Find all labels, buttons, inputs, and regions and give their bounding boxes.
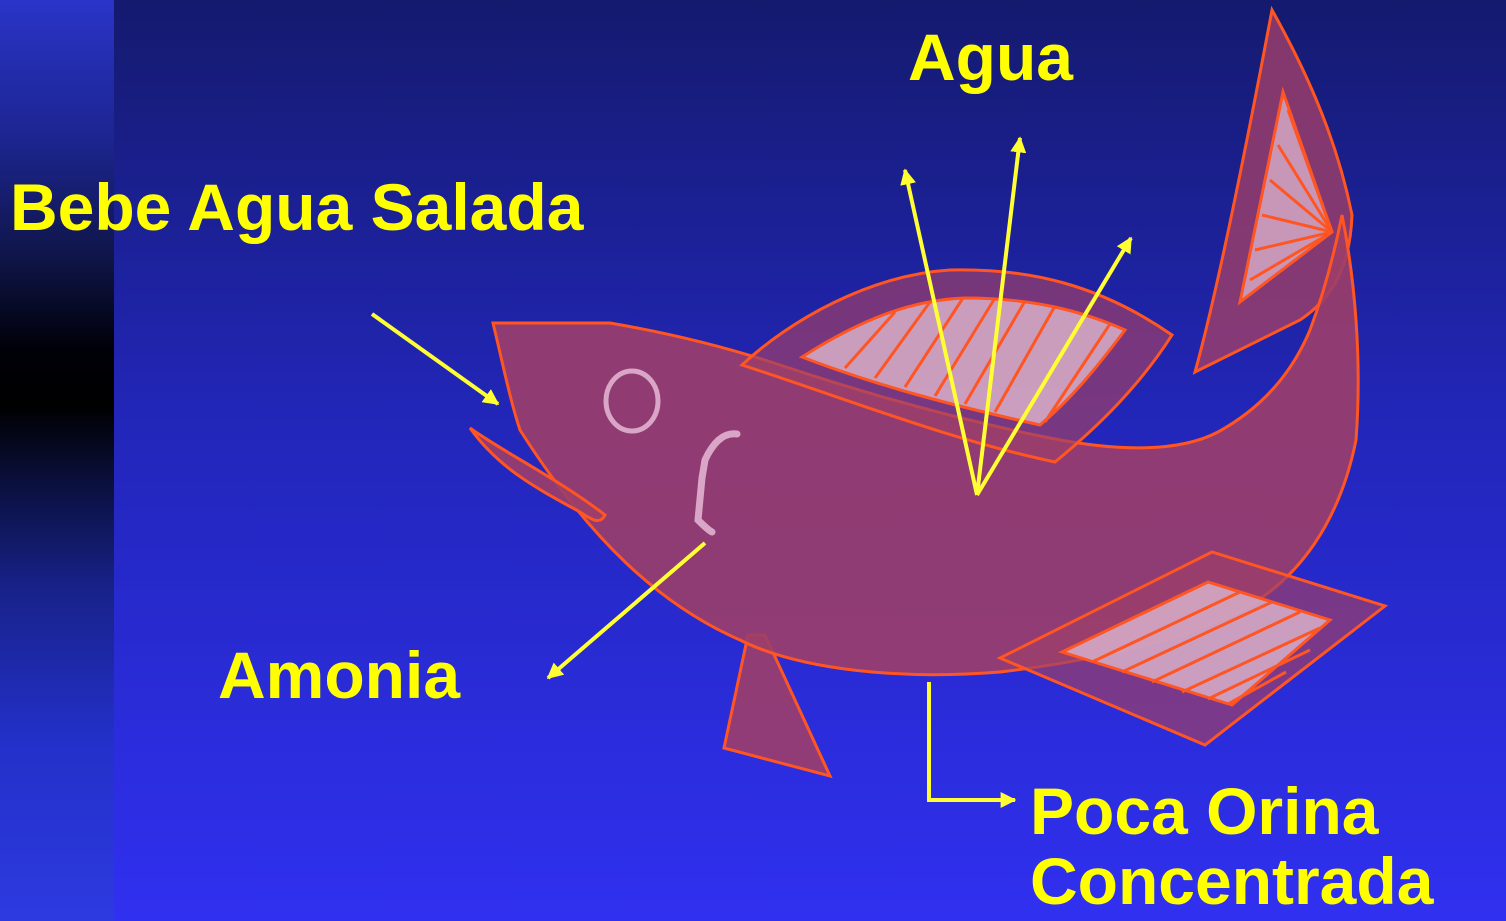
arrow-orina bbox=[929, 682, 1015, 800]
label-agua: Agua bbox=[908, 24, 1073, 90]
arrow-bebe bbox=[372, 314, 498, 404]
label-bebe-agua-salada: Bebe Agua Salada bbox=[10, 174, 583, 240]
label-poca-orina: Poca Orina bbox=[1030, 778, 1378, 844]
label-concentrada: Concentrada bbox=[1030, 848, 1433, 914]
label-amonia: Amonia bbox=[218, 642, 460, 708]
